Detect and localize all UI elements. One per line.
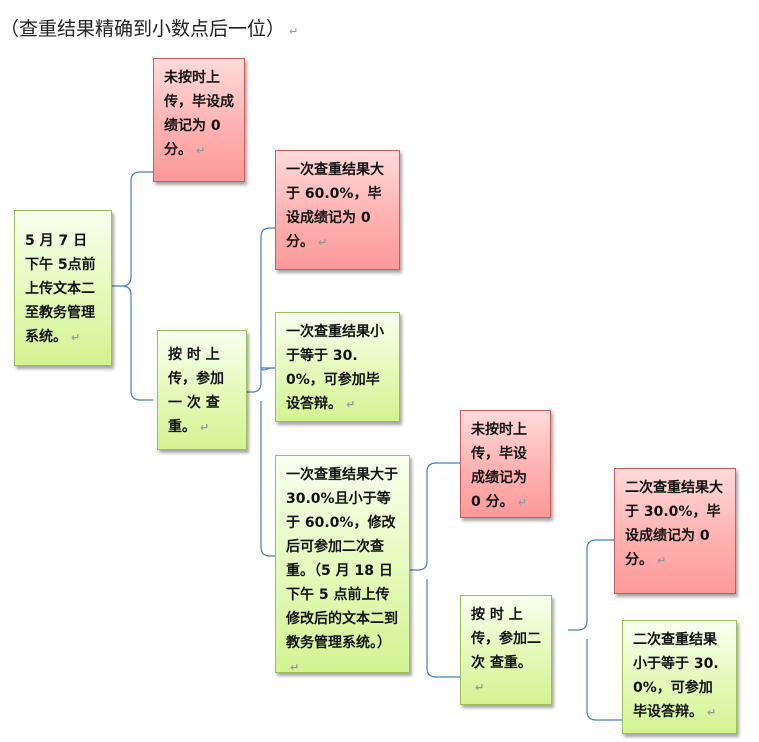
first-check-30-to-60-box: 一次查重结果大于 30.0%且小于等于 60.0%，修改后可参加二次查重。（5 … <box>275 455 410 674</box>
second-check-over-30-box: 二次查重结果大于 30.0%，毕设成绩记为 0 分。↵ <box>614 468 736 594</box>
ontime-check-box-2: 按 时 上传，参加二 次 查重。↵ <box>460 595 552 705</box>
paragraph-mark-icon: ↵ <box>346 398 356 411</box>
paragraph-mark-icon: ↵ <box>289 25 299 38</box>
paragraph-mark-icon: ↵ <box>71 331 81 344</box>
paragraph-mark-icon: ↵ <box>200 421 210 434</box>
connector-root <box>112 171 153 401</box>
paragraph-mark-icon: ↵ <box>290 661 300 674</box>
connector-mid <box>410 462 460 678</box>
caption: （查重结果精确到小数点后一位）↵ <box>0 18 299 40</box>
paragraph-mark-icon: ↵ <box>517 496 527 509</box>
second-check-le-30-box: 二次查重结果小于等于 30.0%，可参加毕设答辩。↵ <box>622 620 737 734</box>
first-check-le-30-box: 一次查重结果小于等于 30.0%，可参加毕设答辩。↵ <box>275 312 400 422</box>
paragraph-mark-icon: ↵ <box>657 554 667 567</box>
late-upload-box-2: 未按时上传，毕设成绩记为 0 分。↵ <box>460 410 551 518</box>
root-box: 5 月 7 日下午 5点前上传文本二至教务管理系统。↵ <box>14 210 112 366</box>
paragraph-mark-icon: ↵ <box>196 144 206 157</box>
late-upload-box-1: 未按时上传，毕设成绩记为 0 分。↵ <box>153 58 245 182</box>
paragraph-mark-icon: ↵ <box>707 706 717 719</box>
first-check-over-60-box: 一次查重结果大于 60.0%，毕设成绩记为 0 分。↵ <box>275 150 400 270</box>
paragraph-mark-icon: ↵ <box>318 236 328 249</box>
connector-ontime1 <box>247 227 275 557</box>
ontime-check-box-1: 按 时 上传，参加一 次 查重。↵ <box>157 330 247 450</box>
connector-ontime2 <box>568 539 622 721</box>
paragraph-mark-icon: ↵ <box>475 681 485 694</box>
